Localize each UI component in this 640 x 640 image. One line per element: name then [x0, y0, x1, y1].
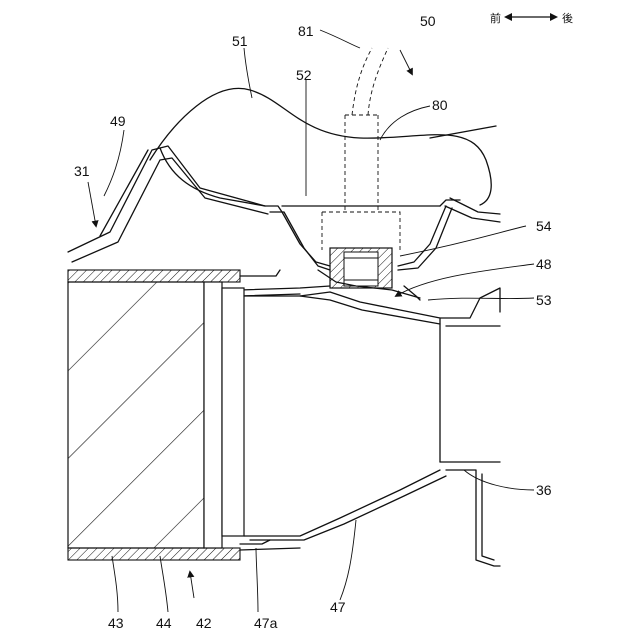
label-47a: 47a — [254, 615, 278, 631]
label-44: 44 — [156, 615, 172, 631]
label-47: 47 — [330, 599, 346, 615]
label-31: 31 — [74, 163, 90, 179]
label-51: 51 — [232, 33, 248, 49]
filter-43 — [68, 282, 204, 548]
label-49: 49 — [110, 113, 126, 129]
frame-44 — [204, 282, 244, 548]
label-36: 36 — [536, 482, 552, 498]
label-81: 81 — [298, 23, 314, 39]
rear-label: 後 — [562, 11, 573, 25]
wire-harness-81 — [322, 48, 400, 250]
label-42: 42 — [196, 615, 212, 631]
label-80: 80 — [432, 97, 448, 113]
label-53: 53 — [536, 292, 552, 308]
front-label: 前 — [490, 11, 501, 25]
label-54: 54 — [536, 218, 552, 234]
label-52: 52 — [296, 67, 312, 83]
direction-indicator: 前 後 — [490, 11, 573, 25]
label-48: 48 — [536, 256, 552, 272]
housing-47 — [244, 292, 446, 540]
label-50: 50 — [420, 13, 436, 29]
label-43: 43 — [108, 615, 124, 631]
duct-36 — [440, 288, 500, 566]
